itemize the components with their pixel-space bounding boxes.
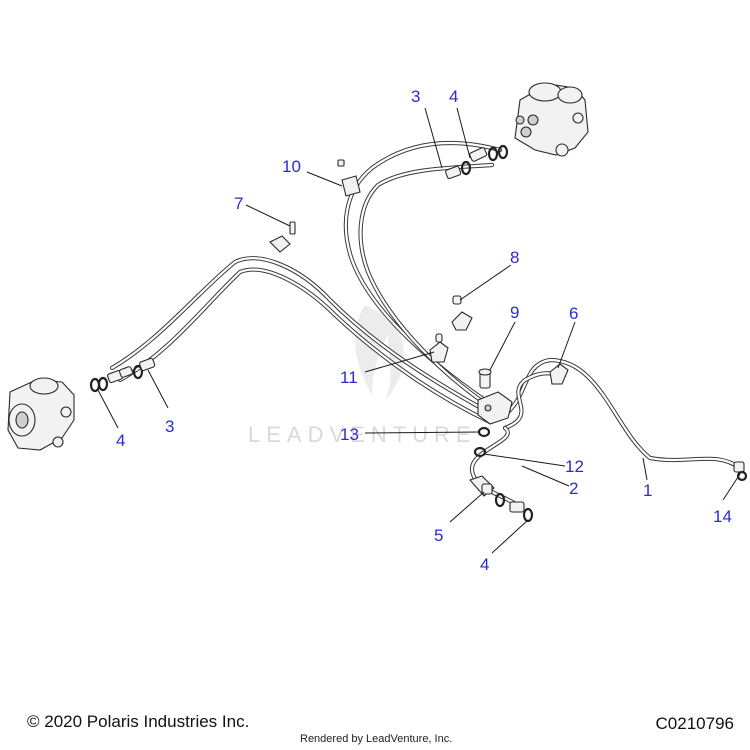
clip-6 — [549, 363, 569, 385]
leader-lines — [97, 107, 741, 554]
clip-11 — [429, 333, 449, 363]
callout-4-bottom: 4 — [480, 555, 489, 574]
fittings-left — [89, 357, 156, 393]
clip-10 — [337, 159, 361, 197]
callout-12: 12 — [565, 457, 584, 476]
callout-6: 6 — [569, 304, 578, 323]
callout-4-left: 4 — [116, 431, 125, 450]
fitting-14 — [733, 461, 748, 482]
screw-8 — [452, 295, 462, 305]
callout-14: 14 — [713, 507, 732, 526]
clip-7-bracket — [269, 235, 291, 253]
callout-3-top: 3 — [411, 87, 420, 106]
bolt-9 — [478, 368, 492, 389]
callout-1: 1 — [643, 481, 652, 500]
callout-10: 10 — [282, 157, 301, 176]
brake-line-front-right — [343, 141, 503, 415]
fitting-13 — [477, 426, 491, 438]
bolt-7 — [289, 221, 296, 235]
clip-upper — [451, 311, 473, 331]
callout-13: 13 — [340, 425, 359, 444]
brake-line-front-left — [109, 256, 493, 425]
rendered-by-text: Rendered by LeadVenture, Inc. — [300, 733, 453, 745]
callout-7: 7 — [234, 194, 243, 213]
fittings-right — [445, 144, 509, 180]
caliper-left — [7, 377, 75, 451]
callout-5: 5 — [434, 526, 443, 545]
diagram-code: C0210796 — [655, 714, 734, 733]
lower-fitting — [494, 492, 534, 523]
copyright-text: © 2020 Polaris Industries Inc. — [27, 712, 250, 731]
fitting-12 — [473, 446, 487, 458]
callouts: 1 2 3 3 4 4 4 5 6 7 8 9 10 11 12 13 14 — [116, 87, 732, 574]
watermark: LEADVENTURE — [248, 305, 477, 447]
callout-2: 2 — [569, 479, 578, 498]
callout-4-top: 4 — [449, 87, 458, 106]
watermark-text: LEADVENTURE — [248, 422, 477, 447]
callout-9: 9 — [510, 303, 519, 322]
callout-11: 11 — [340, 368, 358, 387]
callout-3-left: 3 — [165, 417, 174, 436]
banjo-bolt-5 — [469, 475, 495, 497]
callout-8: 8 — [510, 248, 519, 267]
brake-line-rear — [469, 357, 743, 511]
caliper-right — [514, 82, 589, 157]
junction-block — [477, 391, 513, 425]
